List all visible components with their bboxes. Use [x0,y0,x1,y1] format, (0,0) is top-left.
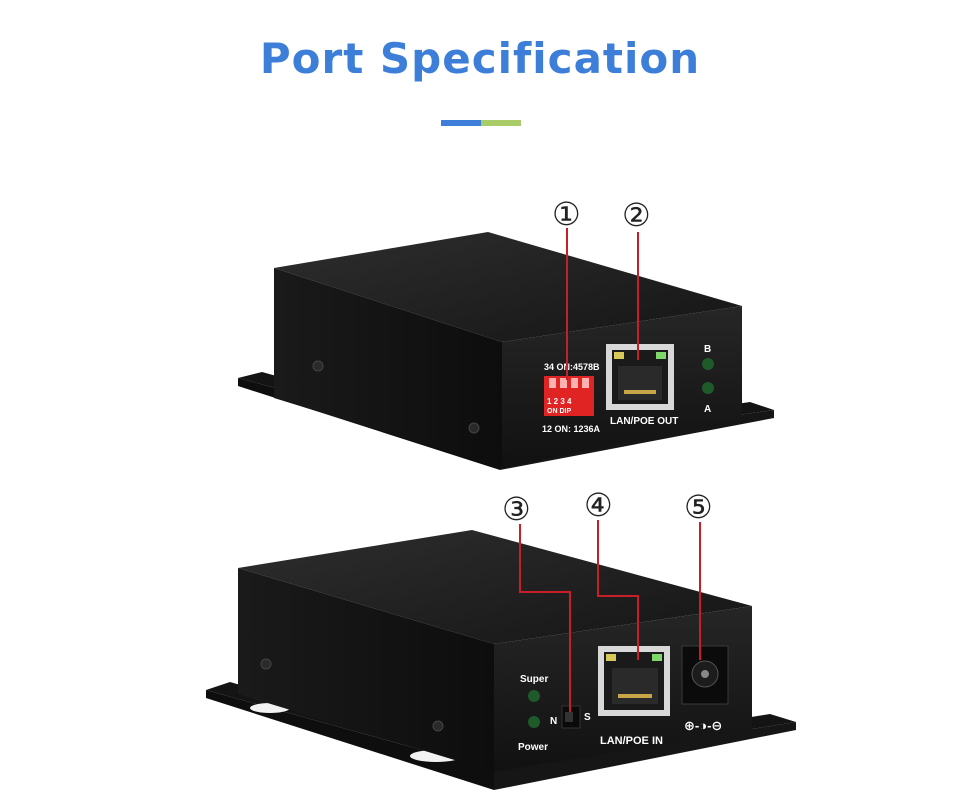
top-device-side-face [274,268,502,468]
top-device: 34 ON:4578B 1 2 3 4 ON DIP 12 ON: 1236A … [238,195,774,470]
port-led [614,352,624,359]
led-a [702,382,714,394]
port-led [652,654,662,661]
led-b-label: B [704,344,711,355]
callout-3: ③ [502,490,531,528]
led-b [702,358,714,370]
accent-bar-blue [441,120,481,126]
callout-4: ④ [584,486,613,524]
led-super-label: Super [520,674,548,685]
callout-5: ⑤ [684,488,713,526]
led-power-label: Power [518,742,548,753]
led-power [528,716,540,728]
callout-3-line [519,524,571,712]
page-title: Port Specification [259,34,701,83]
led-super [528,690,540,702]
bottom-device: Super Power N S LAN/POE IN ⊕-◑-⊖ ③ ④ ⑤ [206,486,796,790]
led-a-label: A [704,404,711,415]
screw [432,720,444,732]
top-device-top-face [274,232,742,342]
port-led [656,352,666,359]
dip-numbers-label: 1 2 3 4 [547,397,572,406]
bottom-device-top-face [238,530,752,644]
screw [468,422,480,434]
dip-top-label: 34 ON:4578B [544,362,600,372]
port-led [606,654,616,661]
switch-s-label: S [584,712,591,723]
screw [312,360,324,372]
title-accent-bar [441,120,521,126]
lan-poe-in-label: LAN/POE IN [600,735,663,747]
callout-1: ① [552,195,581,233]
lan-poe-out-label: LAN/POE OUT [610,416,678,427]
screw [260,658,272,670]
callout-2: ② [622,196,651,234]
callout-4-line [597,520,639,660]
accent-bar-green [481,120,521,126]
bottom-device-side-face [238,568,494,772]
dip-on-label: ON DIP [547,408,571,415]
switch-n-label: N [550,716,557,727]
power-polarity-symbol: ⊕-◑-⊖ [684,718,722,733]
dip-bottom-label: 12 ON: 1236A [542,424,601,434]
